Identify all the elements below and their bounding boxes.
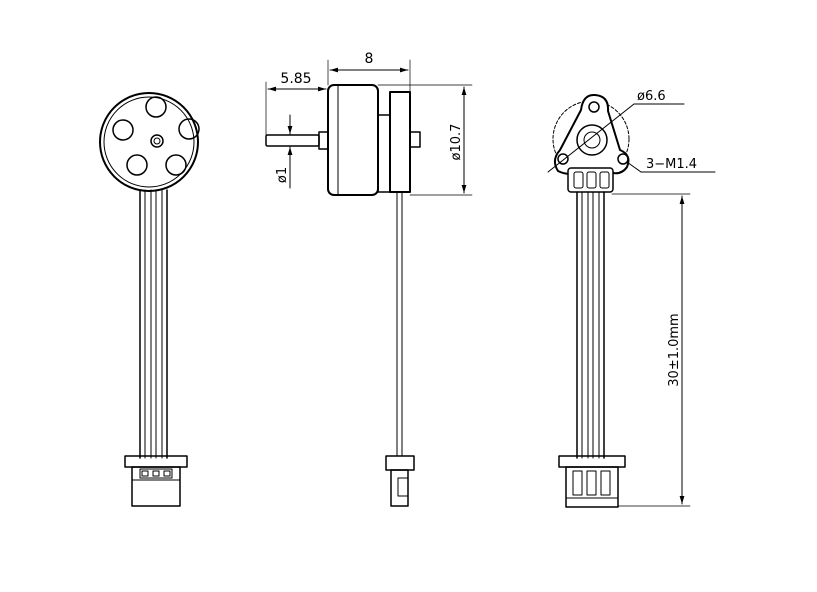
side-rear-boss [409, 131, 421, 148]
dimension-mount-holes: 3−M1.4 [626, 157, 716, 173]
back-mount-hole-left [557, 153, 569, 165]
back-hub-inner [583, 131, 601, 149]
back-lead-wires [576, 191, 605, 459]
dimension-length-label: 8 [365, 51, 374, 67]
front-hole-bottom-left [126, 154, 148, 176]
front-connector [124, 455, 188, 507]
dimension-lead-length-label: 30±1.0mm [667, 313, 682, 386]
side-rear-step [377, 114, 391, 193]
back-mount-hole-top [588, 101, 600, 113]
dimension-hub-diameter: ø6.6 [547, 89, 685, 173]
front-hole-right [178, 118, 200, 140]
dimension-mount-holes-label: 3−M1.4 [646, 157, 697, 172]
front-shaft-inner [153, 137, 161, 145]
side-connector [385, 455, 415, 507]
side-shaft-collar [318, 131, 329, 150]
side-rear-plate [389, 91, 411, 193]
back-view: ø6.6 3−M1.4 30±1.0mm [547, 89, 716, 508]
front-shaft-outer [150, 134, 164, 148]
dimension-shaft-diameter: ø1 [275, 114, 293, 189]
front-hole-left [112, 119, 134, 141]
front-hole-bottom-right [165, 154, 187, 176]
front-housing-inner [103, 96, 195, 188]
back-solder-tabs [567, 167, 614, 193]
back-mount-hole-right [617, 153, 629, 165]
back-connector [558, 455, 626, 508]
front-hole-top [145, 96, 167, 118]
side-lead-wire [396, 191, 403, 457]
dimension-hub-diameter-label: ø6.6 [637, 89, 666, 104]
dimension-body-diameter-label: ø10.7 [449, 124, 464, 161]
dimension-shaft-offset-label: 5.85 [280, 71, 311, 87]
side-shaft [265, 134, 320, 147]
front-view [99, 92, 200, 507]
dimension-lead-length: 30±1.0mm [611, 193, 691, 507]
side-view: 8 5.85 ø1 ø10.7 [265, 51, 473, 507]
dimension-shaft-offset: 5.85 [265, 71, 327, 136]
front-lead-wires [139, 189, 168, 459]
dimension-length: 8 [327, 51, 411, 93]
dimension-shaft-diameter-label: ø1 [275, 167, 290, 183]
front-housing-outer [99, 92, 199, 192]
side-motor-body [327, 84, 379, 196]
dimension-body-diameter: ø10.7 [377, 84, 473, 196]
back-hub-outer [576, 124, 608, 156]
back-tri-plate [554, 93, 630, 175]
